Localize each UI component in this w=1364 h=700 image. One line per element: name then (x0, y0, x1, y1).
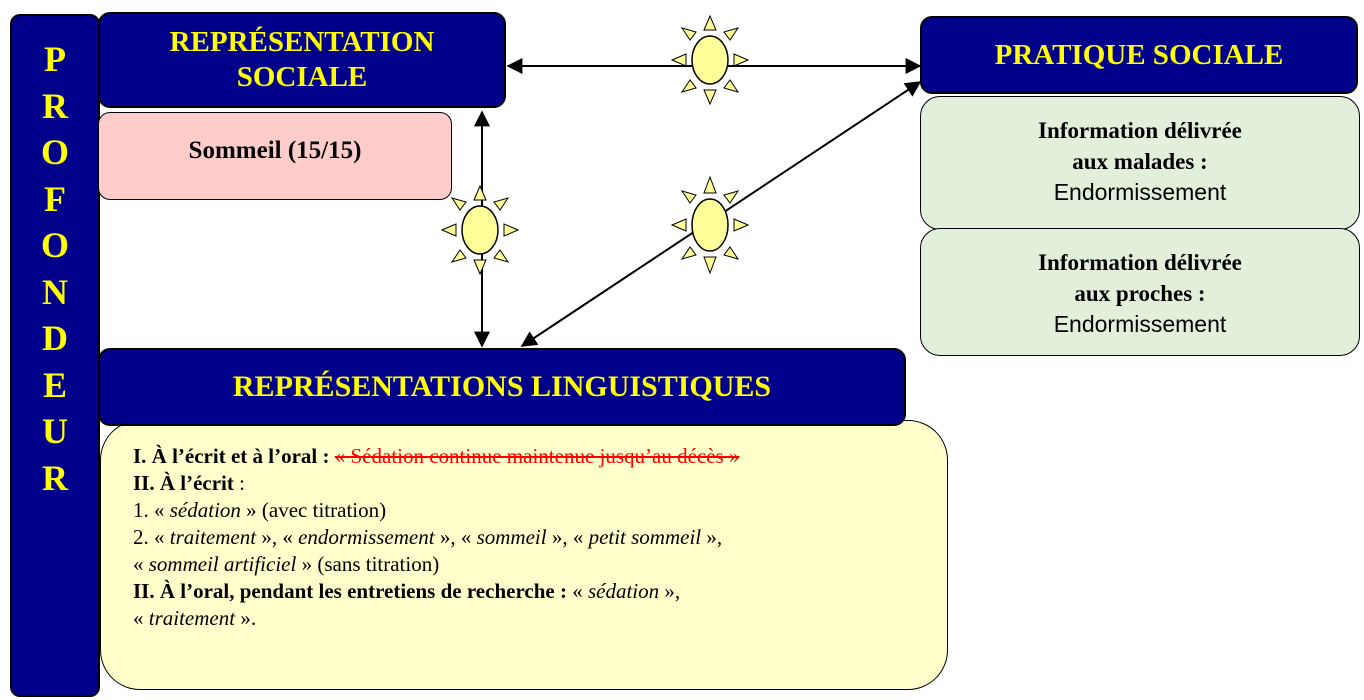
ling-line-6: II. À l’oral, pendant les entretiens de … (133, 578, 947, 605)
info-malades-value: Endormissement (1053, 179, 1227, 205)
term: petit sommeil (588, 525, 702, 549)
sun-icon (670, 175, 750, 275)
sommeil-label: Sommeil (15/15) (188, 137, 362, 164)
text: « (133, 552, 149, 576)
ling-line-6-label: II. À l’oral, pendant les entretiens de … (133, 579, 573, 603)
ling-line-1-label: I. À l’écrit et à l’oral : (133, 444, 335, 468)
linguistic-details-box: I. À l’écrit et à l’oral : « Sédation co… (100, 420, 948, 690)
ling-line-4: 2. « traitement », « endormissement », «… (133, 524, 947, 551)
vertical-letter: D (42, 318, 68, 358)
info-malades-title2: aux malades : (1072, 149, 1208, 174)
info-proches-title1: Information délivrée (1038, 250, 1242, 275)
vertical-letter: R (42, 85, 68, 126)
term: sommeil (476, 525, 547, 549)
text: », « (256, 525, 299, 549)
info-proches-value: Endormissement (1053, 311, 1227, 337)
ling-line-2-label: II. À l’écrit (133, 471, 234, 495)
representation-sociale-header: REPRÉSENTATION SOCIALE (98, 12, 506, 108)
sommeil-box: Sommeil (15/15) (98, 112, 452, 200)
vertical-letter: N (42, 271, 68, 312)
text: », (701, 525, 723, 549)
info-proches-box: Information délivrée aux proches : Endor… (920, 228, 1360, 356)
vertical-letter: O (40, 132, 69, 172)
text: », « (546, 525, 589, 549)
sun-icon (670, 14, 750, 106)
ling-line-2-rest: : (233, 471, 245, 495)
term: sommeil artificiel (148, 552, 297, 576)
term: sédation (587, 579, 660, 603)
text: » (avec titration) (240, 498, 387, 522)
ling-line-7: « traitement ». (133, 605, 947, 632)
term: endormissement (298, 525, 435, 549)
ling-line-5: « sommeil artificiel » (sans titration) (133, 551, 947, 578)
text: « (133, 606, 149, 630)
info-malades-box: Information délivrée aux malades : Endor… (920, 96, 1360, 230)
vertical-letter: U (42, 411, 68, 451)
ling-line-1: I. À l’écrit et à l’oral : « Sédation co… (133, 443, 947, 470)
struck-term: « Sédation continue maintenue jusqu’au d… (334, 444, 740, 468)
text: « (572, 579, 588, 603)
vertical-letter: O (40, 225, 69, 265)
sun-icon (440, 184, 520, 276)
vertical-letter: F (44, 178, 66, 219)
pratique-sociale-header: PRATIQUE SOCIALE (920, 16, 1358, 94)
text: 2. « (133, 525, 170, 549)
ling-line-2: II. À l’écrit : (133, 470, 947, 497)
vertical-letter: E (42, 364, 67, 405)
term: traitement (148, 606, 236, 630)
representations-linguistiques-header: REPRÉSENTATIONS LINGUISTIQUES (98, 348, 906, 426)
vertical-letter: P (44, 39, 66, 79)
rep-ling-label: REPRÉSENTATIONS LINGUISTIQUES (232, 370, 772, 403)
text: », (659, 579, 681, 603)
text: ». (235, 606, 257, 630)
info-proches-title2: aux proches : (1074, 281, 1206, 306)
vertical-letter: R (42, 457, 68, 498)
text: » (sans titration) (296, 552, 440, 576)
ling-line-3: 1. « sédation » (avec titration) (133, 497, 947, 524)
text: 1. « (133, 498, 170, 522)
text: », « (434, 525, 477, 549)
term: sédation (169, 498, 241, 522)
rep-sociale-line2: SOCIALE (236, 61, 368, 93)
term: traitement (169, 525, 257, 549)
pratique-sociale-label: PRATIQUE SOCIALE (994, 38, 1284, 71)
profondeur-vertical-label: P R O F O N D E U R (10, 14, 100, 697)
info-malades-title1: Information délivrée (1038, 118, 1242, 143)
rep-sociale-line1: REPRÉSENTATION (169, 26, 435, 58)
